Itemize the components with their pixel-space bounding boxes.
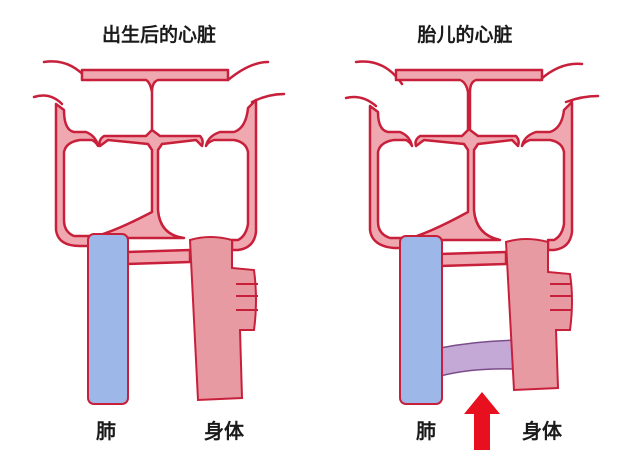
label-lung-after-birth: 肺 [96,419,116,443]
label-body-after-birth: 身体 [204,419,244,443]
pulmonary-artery-after-birth [87,233,129,405]
pulmonary-artery-fetal [399,235,443,405]
label-body-fetal: 身体 [522,419,562,443]
aorta-after-birth [188,236,258,402]
heart-fetal [344,60,600,268]
aorta-fetal [504,238,573,392]
label-lung-fetal: 肺 [416,419,436,443]
panel-title-after-birth: 出生后的心脏 [101,24,216,46]
panel-title-fetal: 胎儿的心脏 [417,24,513,46]
heart-after-birth [32,60,286,266]
arrow-up-icon [464,392,500,450]
